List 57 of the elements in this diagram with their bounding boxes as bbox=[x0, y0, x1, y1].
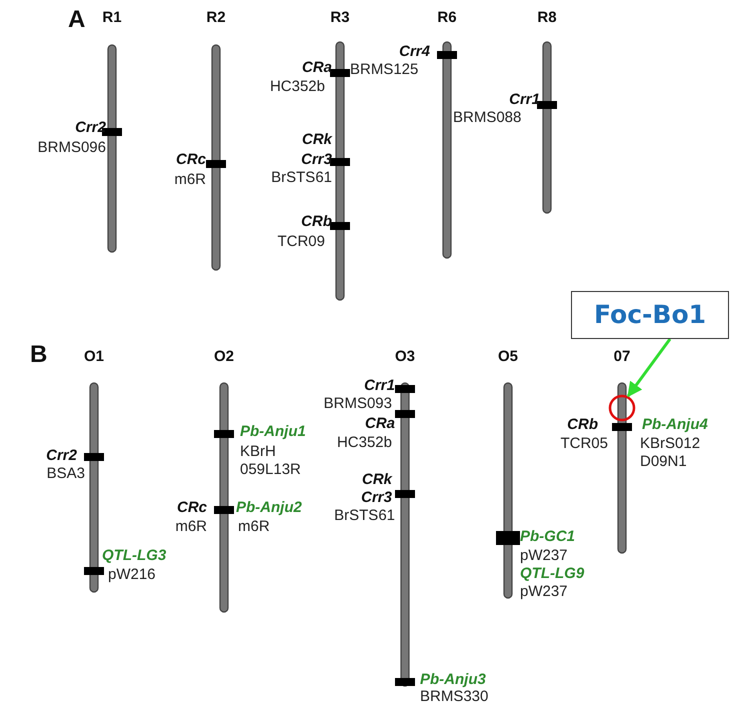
gene-name: Crr4 bbox=[399, 43, 430, 61]
resistance-locus-name: Pb-Anju2 bbox=[236, 499, 302, 517]
chromosome-label: R6 bbox=[436, 9, 458, 27]
marker-name: BRMS093 bbox=[324, 395, 392, 413]
marker-name: BRMS330 bbox=[420, 688, 488, 706]
marker-name: HC352b bbox=[336, 434, 392, 452]
marker-name: m6R bbox=[175, 518, 207, 536]
resistance-locus-name: Pb-Anju4 bbox=[642, 416, 708, 434]
marker-name: BrSTS61 bbox=[271, 169, 332, 187]
gene-name: CRa bbox=[364, 415, 395, 433]
resistance-locus-name: QTL-LG3 bbox=[102, 547, 166, 565]
marker-name: BSA3 bbox=[46, 465, 85, 483]
panel-label: A bbox=[68, 6, 86, 34]
chromosome-label: R8 bbox=[536, 9, 558, 27]
marker-name: m6R bbox=[174, 171, 206, 189]
chromosome-label: R3 bbox=[329, 9, 351, 27]
marker-name: HC352b bbox=[270, 78, 325, 96]
marker-name: BRMS096 bbox=[38, 139, 106, 157]
marker-name: m6R bbox=[238, 518, 270, 536]
chromosome-label: O5 bbox=[496, 348, 519, 366]
marker-name: BRMS125 bbox=[350, 61, 418, 79]
resistance-locus-name: Pb-Anju3 bbox=[420, 671, 486, 689]
gene-name: CRk bbox=[362, 471, 392, 489]
panel-label: B bbox=[30, 341, 48, 369]
chromosome-label: O3 bbox=[394, 348, 416, 366]
gene-name: CRb bbox=[567, 416, 598, 434]
marker-name: pW237 bbox=[520, 583, 568, 601]
chromosome-label: O2 bbox=[212, 348, 235, 366]
gene-name: CRk bbox=[302, 131, 332, 149]
gene-name: Crr1 bbox=[509, 91, 540, 109]
gene-name: Crr3 bbox=[361, 489, 392, 507]
chromosome-label: 07 bbox=[612, 348, 632, 366]
marker-name: TCR09 bbox=[277, 233, 325, 251]
marker-name: TCR05 bbox=[560, 435, 608, 453]
gene-name: Crr3 bbox=[301, 151, 332, 169]
marker-name: pW237 bbox=[520, 547, 568, 565]
resistance-locus-name: Pb-GC1 bbox=[520, 528, 576, 546]
gene-name: Crr1 bbox=[364, 377, 395, 395]
marker-name: KBrH 059L13R bbox=[240, 443, 302, 479]
highlight-circle bbox=[608, 394, 636, 422]
gene-name: Crr2 bbox=[75, 119, 106, 137]
gene-name: Crr2 bbox=[46, 447, 77, 465]
arrow bbox=[626, 338, 672, 398]
gene-name: CRa bbox=[302, 59, 332, 77]
gene-name: CRc bbox=[176, 151, 206, 169]
chromosome-label: O1 bbox=[82, 348, 105, 366]
marker-name: pW216 bbox=[108, 566, 156, 584]
chromosome-label: R2 bbox=[205, 9, 227, 27]
gene-name: CRc bbox=[176, 499, 207, 517]
marker-name: BRMS088 bbox=[453, 109, 522, 127]
resistance-locus-name: Pb-Anju1 bbox=[240, 423, 306, 441]
marker-name: KBrS012 D09N1 bbox=[640, 435, 702, 471]
callout-box: Foc-Bo1 bbox=[571, 291, 729, 339]
chromosome-label: R1 bbox=[101, 9, 123, 27]
resistance-locus-name: QTL-LG9 bbox=[520, 565, 584, 583]
marker-name: BrSTS61 bbox=[334, 507, 395, 525]
gene-name: CRb bbox=[301, 213, 332, 231]
